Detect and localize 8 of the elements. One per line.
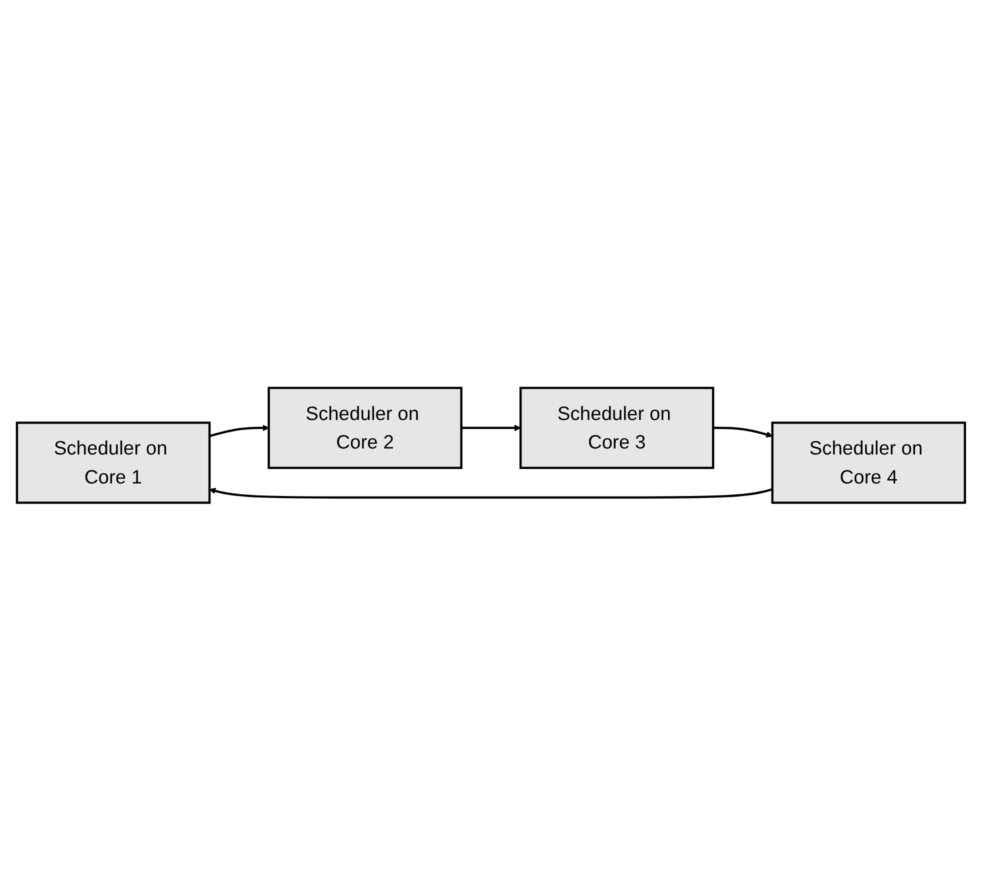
node-box: Scheduler on Core 3 <box>520 386 714 470</box>
node-box: Scheduler on Core 1 <box>16 422 211 504</box>
node-box: Scheduler on Core 4 <box>771 422 966 504</box>
arrow <box>461 424 521 432</box>
arrow <box>209 488 773 499</box>
arrow <box>209 424 270 438</box>
arrow <box>713 426 773 438</box>
node-box: Scheduler on Core 2 <box>268 386 462 470</box>
